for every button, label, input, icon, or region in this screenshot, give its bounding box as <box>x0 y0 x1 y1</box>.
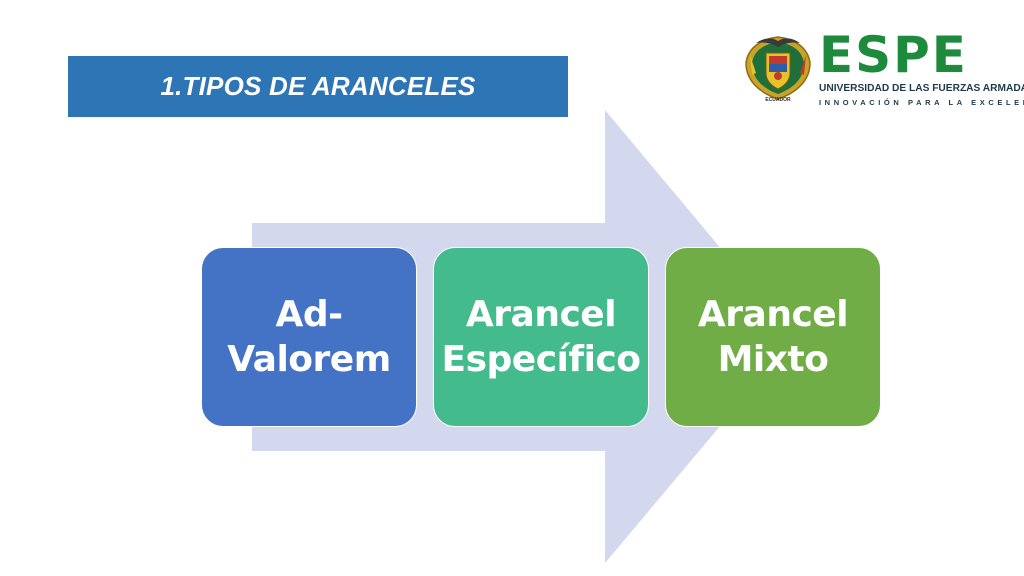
slide-title: 1.TIPOS DE ARANCELES <box>160 71 476 101</box>
title-bar: 1.TIPOS DE ARANCELES <box>68 56 568 117</box>
box-label: Ad- Valorem <box>227 294 391 380</box>
crest-caption: ECUADOR <box>765 97 791 103</box>
logo-university-name: UNIVERSIDAD DE LAS FUERZAS ARMADAS <box>819 83 1024 94</box>
diagram-box-arancel-mixto: Arancel Mixto <box>665 247 881 427</box>
box-label: Arancel Mixto <box>697 294 849 380</box>
box-label: Arancel Específico <box>441 294 641 380</box>
university-crest-icon <box>745 36 811 100</box>
espe-logo: ECUADOR ESPE UNIVERSIDAD DE LAS FUERZAS … <box>742 27 1024 109</box>
logo-motto: INNOVACIÓN PARA LA EXCELENCIA <box>819 98 1024 107</box>
logo-wordmark: ESPE <box>819 26 968 84</box>
diagram-box-ad-valorem: Ad- Valorem <box>201 247 417 427</box>
diagram-box-arancel-especifico: Arancel Específico <box>433 247 649 427</box>
